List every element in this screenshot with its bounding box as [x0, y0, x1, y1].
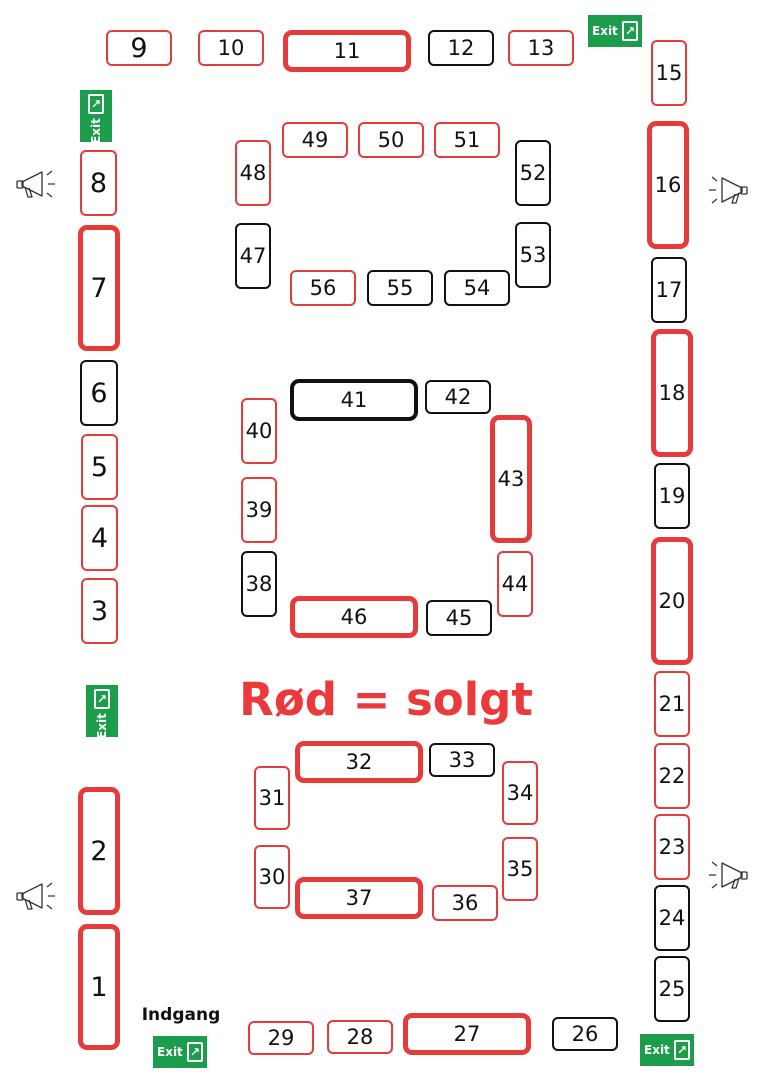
running-man-icon: ↗	[88, 94, 104, 114]
booth-11[interactable]: 11	[283, 30, 411, 72]
exit-label: Exit	[592, 24, 618, 38]
running-man-icon: ↗	[622, 21, 638, 41]
booth-44[interactable]: 44	[497, 551, 533, 617]
running-man-icon: ↗	[674, 1040, 690, 1060]
booth-51[interactable]: 51	[434, 122, 500, 158]
megaphone-icon	[16, 170, 55, 198]
booth-37[interactable]: 37	[295, 877, 423, 919]
running-man-icon: ↗	[94, 689, 110, 709]
booth-13[interactable]: 13	[508, 30, 574, 66]
booth-28[interactable]: 28	[327, 1020, 393, 1054]
booth-10[interactable]: 10	[198, 30, 264, 66]
booth-9[interactable]: 9	[106, 30, 172, 66]
booth-27[interactable]: 27	[403, 1013, 531, 1055]
booth-39[interactable]: 39	[241, 477, 277, 543]
booth-47[interactable]: 47	[235, 223, 271, 289]
booth-46[interactable]: 46	[290, 596, 418, 638]
booth-26[interactable]: 26	[552, 1017, 618, 1051]
booth-19[interactable]: 19	[654, 463, 690, 529]
booth-18[interactable]: 18	[651, 329, 693, 457]
booth-48[interactable]: 48	[235, 140, 271, 206]
booth-53[interactable]: 53	[515, 222, 551, 288]
booth-12[interactable]: 12	[428, 30, 494, 66]
megaphone-icon	[16, 882, 55, 910]
booth-41[interactable]: 41	[290, 379, 418, 421]
megaphone-icon	[709, 861, 748, 889]
booth-34[interactable]: 34	[502, 761, 538, 825]
booth-4[interactable]: 4	[81, 505, 118, 571]
booth-1[interactable]: 1	[78, 924, 120, 1050]
booth-40[interactable]: 40	[241, 398, 277, 464]
exit-sign-left-middle: Exit ↗	[86, 685, 118, 739]
booth-32[interactable]: 32	[295, 741, 423, 783]
booth-54[interactable]: 54	[444, 270, 510, 306]
booth-35[interactable]: 35	[502, 837, 538, 901]
booth-25[interactable]: 25	[654, 956, 690, 1022]
booth-52[interactable]: 52	[515, 140, 551, 206]
booth-5[interactable]: 5	[81, 434, 118, 500]
booth-56[interactable]: 56	[290, 270, 356, 306]
booth-45[interactable]: 45	[426, 600, 492, 636]
booth-20[interactable]: 20	[651, 537, 693, 665]
booth-6[interactable]: 6	[80, 360, 118, 426]
booth-42[interactable]: 42	[425, 380, 491, 414]
booth-38[interactable]: 38	[241, 551, 277, 617]
booth-33[interactable]: 33	[429, 743, 495, 777]
booth-50[interactable]: 50	[358, 122, 424, 158]
exit-label: Exit	[94, 713, 109, 739]
booth-24[interactable]: 24	[654, 885, 690, 951]
booth-23[interactable]: 23	[654, 814, 690, 880]
legend-sold: Rød = solgt	[239, 672, 533, 726]
running-man-icon: ↗	[187, 1042, 203, 1062]
booth-36[interactable]: 36	[432, 885, 498, 921]
exit-label: Exit	[88, 118, 103, 144]
booth-17[interactable]: 17	[651, 257, 687, 323]
exit-label: Exit	[157, 1045, 183, 1059]
booth-22[interactable]: 22	[654, 743, 690, 809]
booth-16[interactable]: 16	[647, 121, 689, 249]
booth-29[interactable]: 29	[248, 1021, 314, 1055]
exit-sign-left-top: Exit ↗	[80, 90, 112, 144]
booth-43[interactable]: 43	[490, 415, 532, 543]
booth-3[interactable]: 3	[81, 578, 118, 644]
exit-sign-top-right: Exit ↗	[588, 15, 642, 47]
exit-sign-bottom-left: Exit ↗	[153, 1036, 207, 1068]
booth-15[interactable]: 15	[651, 40, 687, 106]
booth-30[interactable]: 30	[254, 845, 290, 909]
entrance-label: Indgang	[141, 1005, 221, 1025]
booth-31[interactable]: 31	[254, 766, 290, 830]
booth-8[interactable]: 8	[80, 150, 117, 216]
megaphone-icon	[709, 176, 748, 204]
booth-55[interactable]: 55	[367, 270, 433, 306]
booth-49[interactable]: 49	[282, 122, 348, 158]
exit-sign-bottom-right: Exit ↗	[640, 1034, 694, 1066]
booth-21[interactable]: 21	[654, 671, 690, 737]
booth-2[interactable]: 2	[78, 787, 120, 915]
exit-label: Exit	[644, 1043, 670, 1057]
booth-7[interactable]: 7	[78, 225, 120, 351]
